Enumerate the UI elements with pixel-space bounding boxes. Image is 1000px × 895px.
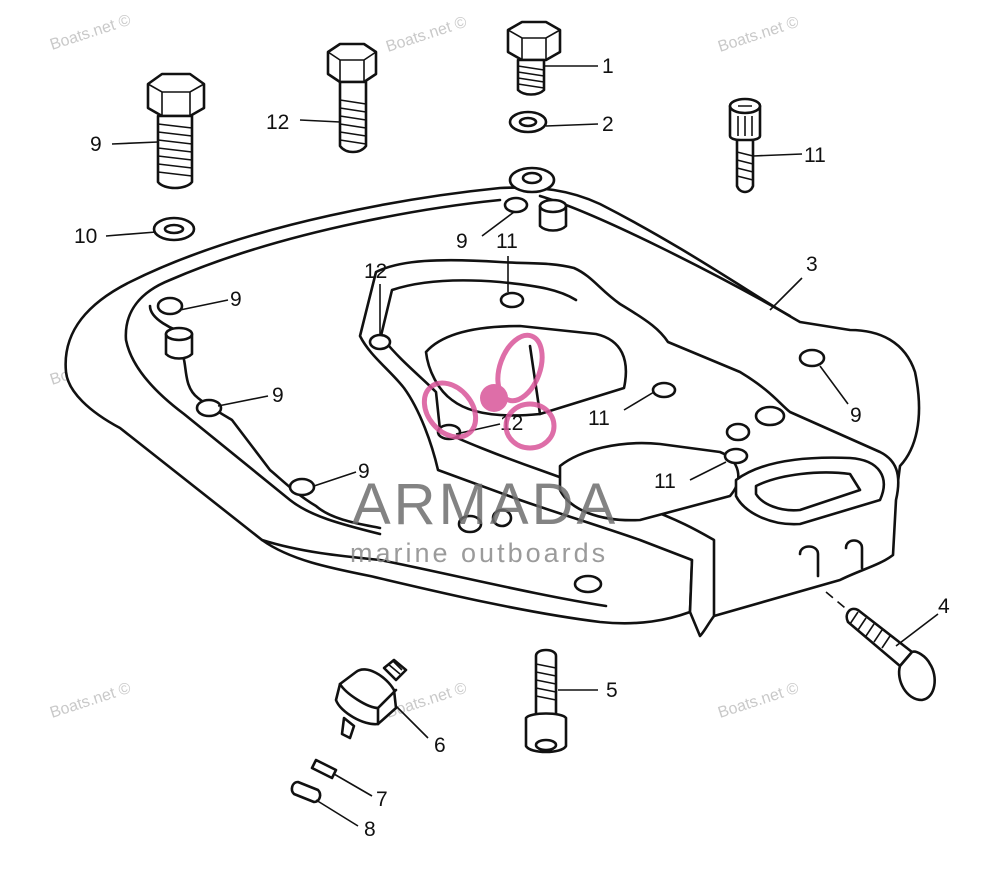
housing-side (382, 338, 716, 618)
mount-hole (457, 514, 483, 534)
callout-2: 2 (602, 113, 614, 136)
mount-hole (156, 296, 184, 316)
housing-gasket-face (378, 279, 578, 342)
exhaust-port-lower (558, 441, 740, 522)
callout-11: 11 (496, 230, 518, 253)
mount-hole (503, 196, 529, 214)
hex-bolt-9 (146, 72, 206, 190)
callout-11: 11 (588, 407, 610, 430)
armada-logo: ARMADA marine outboards (350, 332, 618, 568)
callout-5: 5 (606, 679, 618, 702)
watermark-text: Boats.net © (48, 680, 133, 722)
leader-lines (105, 65, 939, 827)
propeller-logo-icon (421, 332, 557, 451)
dowel-pin (538, 198, 568, 232)
mount-hole (195, 398, 223, 418)
exhaust-port-upper (424, 324, 628, 417)
hex-bolt-12 (326, 42, 378, 154)
plate-rim (124, 198, 502, 536)
housing-hole (491, 508, 513, 528)
callout-10: 10 (74, 225, 97, 248)
callout-6: 6 (434, 734, 446, 757)
callout-9: 9 (850, 404, 862, 427)
logo-name: ARMADA (352, 472, 618, 537)
washer-10 (152, 216, 196, 242)
sensor-6 (334, 658, 408, 740)
side-bosses (798, 539, 864, 578)
hex-bolt-1 (506, 20, 562, 96)
pin-7 (310, 758, 338, 780)
pin-8 (290, 780, 322, 804)
housing-hole (754, 405, 786, 427)
callout-12: 12 (266, 111, 289, 134)
callout-8: 8 (364, 818, 376, 841)
mount-hole (573, 574, 603, 594)
socket-screw-5 (524, 648, 568, 754)
watermark-text: Boats.net © (716, 680, 801, 722)
callout-7: 7 (376, 788, 388, 811)
callout-labels: 1 2 3 4 5 6 7 8 9 9 9 9 9 9 10 11 11 11 … (74, 55, 950, 841)
callout-9: 9 (456, 230, 468, 253)
watermark-text: Boats.net © (716, 14, 801, 56)
bolt-boss-hole (521, 171, 543, 185)
socket-screw-11 (728, 97, 762, 194)
dowel-pin (164, 326, 194, 360)
housing-hole (499, 291, 525, 309)
watermark-text: Boats.net © (48, 12, 133, 54)
watermark-text: Boats.net © (384, 680, 469, 722)
callout-11: 11 (804, 144, 826, 167)
plate-flange (260, 538, 608, 608)
watermark-text: Boats.net © (384, 14, 469, 56)
callout-12: 12 (364, 260, 387, 283)
port-inner (754, 471, 862, 512)
lock-washer-2 (508, 110, 548, 134)
housing-hole (651, 381, 677, 399)
housing-hole (725, 422, 751, 442)
callout-9: 9 (230, 288, 242, 311)
housing-hole (723, 447, 749, 465)
callout-3: 3 (806, 253, 818, 276)
callout-9: 9 (272, 384, 284, 407)
housing-hole (368, 333, 392, 351)
callout-11: 11 (654, 470, 676, 493)
callout-9: 9 (90, 133, 102, 156)
mount-hole (798, 348, 826, 368)
callout-4: 4 (938, 595, 950, 618)
callout-1: 1 (602, 55, 614, 78)
mount-hole (288, 477, 316, 497)
logo-tagline: marine outboards (350, 538, 608, 568)
callout-9: 9 (358, 460, 370, 483)
side-bolt-4 (825, 591, 936, 702)
